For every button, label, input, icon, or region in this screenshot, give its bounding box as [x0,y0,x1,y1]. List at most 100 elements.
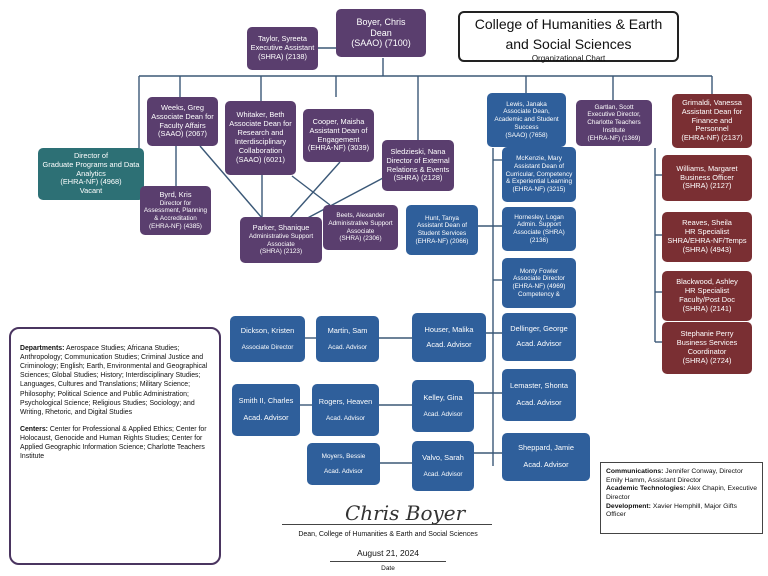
node-code: (SAAO) (7658) [505,131,548,139]
node-note: Competency & [518,290,560,298]
tech-text: Alex Chapin, Executive Director [606,485,757,502]
chart-title-line2: and Social Sciences [505,36,632,52]
node-code: (2136) [529,236,549,244]
signature-line [282,524,492,525]
node-name: Cooper, Maisha [312,116,365,126]
node-kelley[interactable]: Kelley, Gina Acad. Advisor [412,380,474,432]
node-whitaker[interactable]: Whitaker, Beth Associate Dean for Resear… [225,101,296,175]
node-name: Gartlan, Scott [594,103,634,111]
node-code: (EHRA-NF) (3215) [512,186,566,194]
centers-label: Centers: [20,425,48,433]
node-title: Assistant Dean of Student Services [416,222,468,237]
node-blackwood[interactable]: Blackwood, Ashley HR Specialist Faculty/… [662,271,752,321]
node-title: Executive Assistant [250,43,315,53]
node-name: Grimaldi, Vanessa [682,97,742,107]
node-title: Associate Dean for Faculty Affairs [151,111,214,130]
node-smith[interactable]: Smith II, Charles Acad. Advisor [232,384,300,436]
departments-text: Aerospace Studies; Africana Studies; Ant… [20,345,208,416]
node-title: Associate Dean for Research and Interdis… [229,119,292,155]
node-name: Blackwood, Ashley [676,277,738,287]
node-title: Acad. Advisor [423,470,463,478]
communications-label: Communications: [606,468,664,475]
node-director-grad[interactable]: Director of Graduate Programs and Data A… [38,148,144,200]
departments-box: Departments: Aerospace Studies; Africana… [9,327,221,565]
node-code: (SHRA) (2306) [339,235,382,243]
node-code: (SAAO) (7100) [351,38,411,49]
node-code: (SHRA) (2724) [682,355,732,365]
centers-text: Center for Professional & Applied Ethics… [20,425,207,461]
node-taylor[interactable]: Taylor, Syreeta Executive Assistant (SHR… [247,27,318,70]
node-williams[interactable]: Williams, Margaret Business Officer (SHR… [662,155,752,201]
node-sledzieski[interactable]: Sledzieski, Nana Director of External Re… [382,140,454,191]
node-name: Weeks, Greg [161,102,204,112]
node-parker[interactable]: Parker, Shanique Administrative Support … [240,217,322,263]
date-label: Date [381,565,395,572]
node-name: Smith II, Charles [238,396,294,406]
node-dellinger[interactable]: Dellinger, George Acad. Advisor [502,313,576,361]
node-sheppard[interactable]: Sheppard, Jamie Acad. Advisor [502,433,590,481]
node-name: Hornesley, Logan [514,213,564,221]
tech-label: Academic Technologies: [606,485,686,493]
departments-label: Departments: [20,345,65,352]
node-rogers[interactable]: Rogers, Heaven Acad. Advisor [312,384,379,436]
node-houser[interactable]: Houser, Malika Acad. Advisor [412,313,486,362]
development-label: Development: [606,502,651,510]
node-title: Acad. Advisor [426,339,472,349]
node-dean[interactable]: Boyer, Chris Dean (SAAO) (7100) [336,9,426,57]
node-name: Kelley, Gina [423,392,463,402]
node-code: (EHRA-NF) (2137) [681,133,743,143]
node-name: Dickson, Kristen [240,325,295,335]
tech-entry: Academic Technologies: Alex Chapin, Exec… [606,485,757,502]
node-beets[interactable]: Beets, Alexander Administrative Support … [323,205,398,250]
node-title: Assistant Dean of Engagement [309,125,368,144]
node-perry[interactable]: Stephanie Perry Business Services Coordi… [662,322,752,374]
node-code: (EHRA-NF) (3039) [307,143,370,153]
node-hornesley[interactable]: Hornesley, Logan Admin. Support Associat… [502,207,576,251]
node-valvo[interactable]: Valvo, Sarah Acad. Advisor [412,441,474,491]
node-title: Associate Director [513,275,565,283]
node-name: Reaves, Sheila [682,218,732,228]
node-title: Acad. Advisor [516,398,562,407]
node-name: Hunt, Tanya [425,214,459,222]
node-code: (SHRA) (2127) [682,181,732,191]
node-name: Moyers, Bessie [321,452,366,460]
node-martin[interactable]: Martin, Sam Acad. Advisor [316,316,379,362]
node-name: Whitaker, Beth [236,110,285,120]
node-title: Acad. Advisor [423,410,463,418]
node-name: McKenzie, Mary [516,155,562,163]
node-code: (EHRA-NF) (1369) [587,134,641,142]
node-gartlan[interactable]: Gartlan, Scott Executive Director, Charl… [576,100,652,146]
node-reaves[interactable]: Reaves, Sheila HR Specialist SHRA/EHRA-N… [662,212,752,262]
node-title: Acad. Advisor [523,460,569,469]
node-lewis[interactable]: Lewis, Janaka Associate Dean, Academic a… [487,93,566,147]
node-code: (SAAO) (6021) [236,154,285,164]
node-title: Graduate Programs and Data Analytics [42,159,140,178]
node-title: Acad. Advisor [325,414,366,422]
node-title: Acad. Advisor [243,413,289,422]
signature-date: August 21, 2024 [357,548,419,558]
node-title: Business Services Coordinator [676,338,738,356]
node-cooper[interactable]: Cooper, Maisha Assistant Dean of Engagem… [303,109,374,162]
node-weeks[interactable]: Weeks, Greg Associate Dean for Faculty A… [147,97,218,146]
node-title: Associate Director [241,343,294,351]
node-name: Martin, Sam [327,325,368,335]
node-mckenzie[interactable]: McKenzie, Mary Assistant Dean of Curricu… [502,147,576,202]
node-byrd[interactable]: Byrd, Kris Director for Assessment, Plan… [140,186,211,235]
node-monty[interactable]: Monty Fowler Associate Director (EHRA-NF… [502,258,576,308]
node-code: (SHRA) (2141) [682,303,732,313]
node-code: (EHRA-NF) (2066) [415,237,469,245]
node-title: Assistant Dean of Curricular, Competency… [505,162,573,186]
node-title: Director for Assessment, Planning & Accr… [143,199,208,222]
node-name: Monty Fowler [519,267,559,275]
node-title: Director of External Relations & Events [386,155,450,174]
node-dickson[interactable]: Dickson, Kristen Associate Director [230,316,305,362]
node-lemaster[interactable]: Lemaster, Shonta Acad. Advisor [502,369,576,421]
node-title: Dean [370,27,392,38]
node-moyers[interactable]: Moyers, Bessie Acad. Advisor [307,443,380,485]
node-hunt[interactable]: Hunt, Tanya Assistant Dean of Student Se… [406,205,478,255]
communications-text: Jennifer Conway, Director Emily Hamm, As… [606,468,743,484]
chart-title-line1: College of Humanities & Earth [474,16,663,32]
node-grimaldi[interactable]: Grimaldi, Vanessa Assistant Dean for Fin… [672,94,752,148]
dean-signature: Chris Boyer [345,501,466,525]
node-code: (EHRA-NF) (4969) [512,283,566,290]
